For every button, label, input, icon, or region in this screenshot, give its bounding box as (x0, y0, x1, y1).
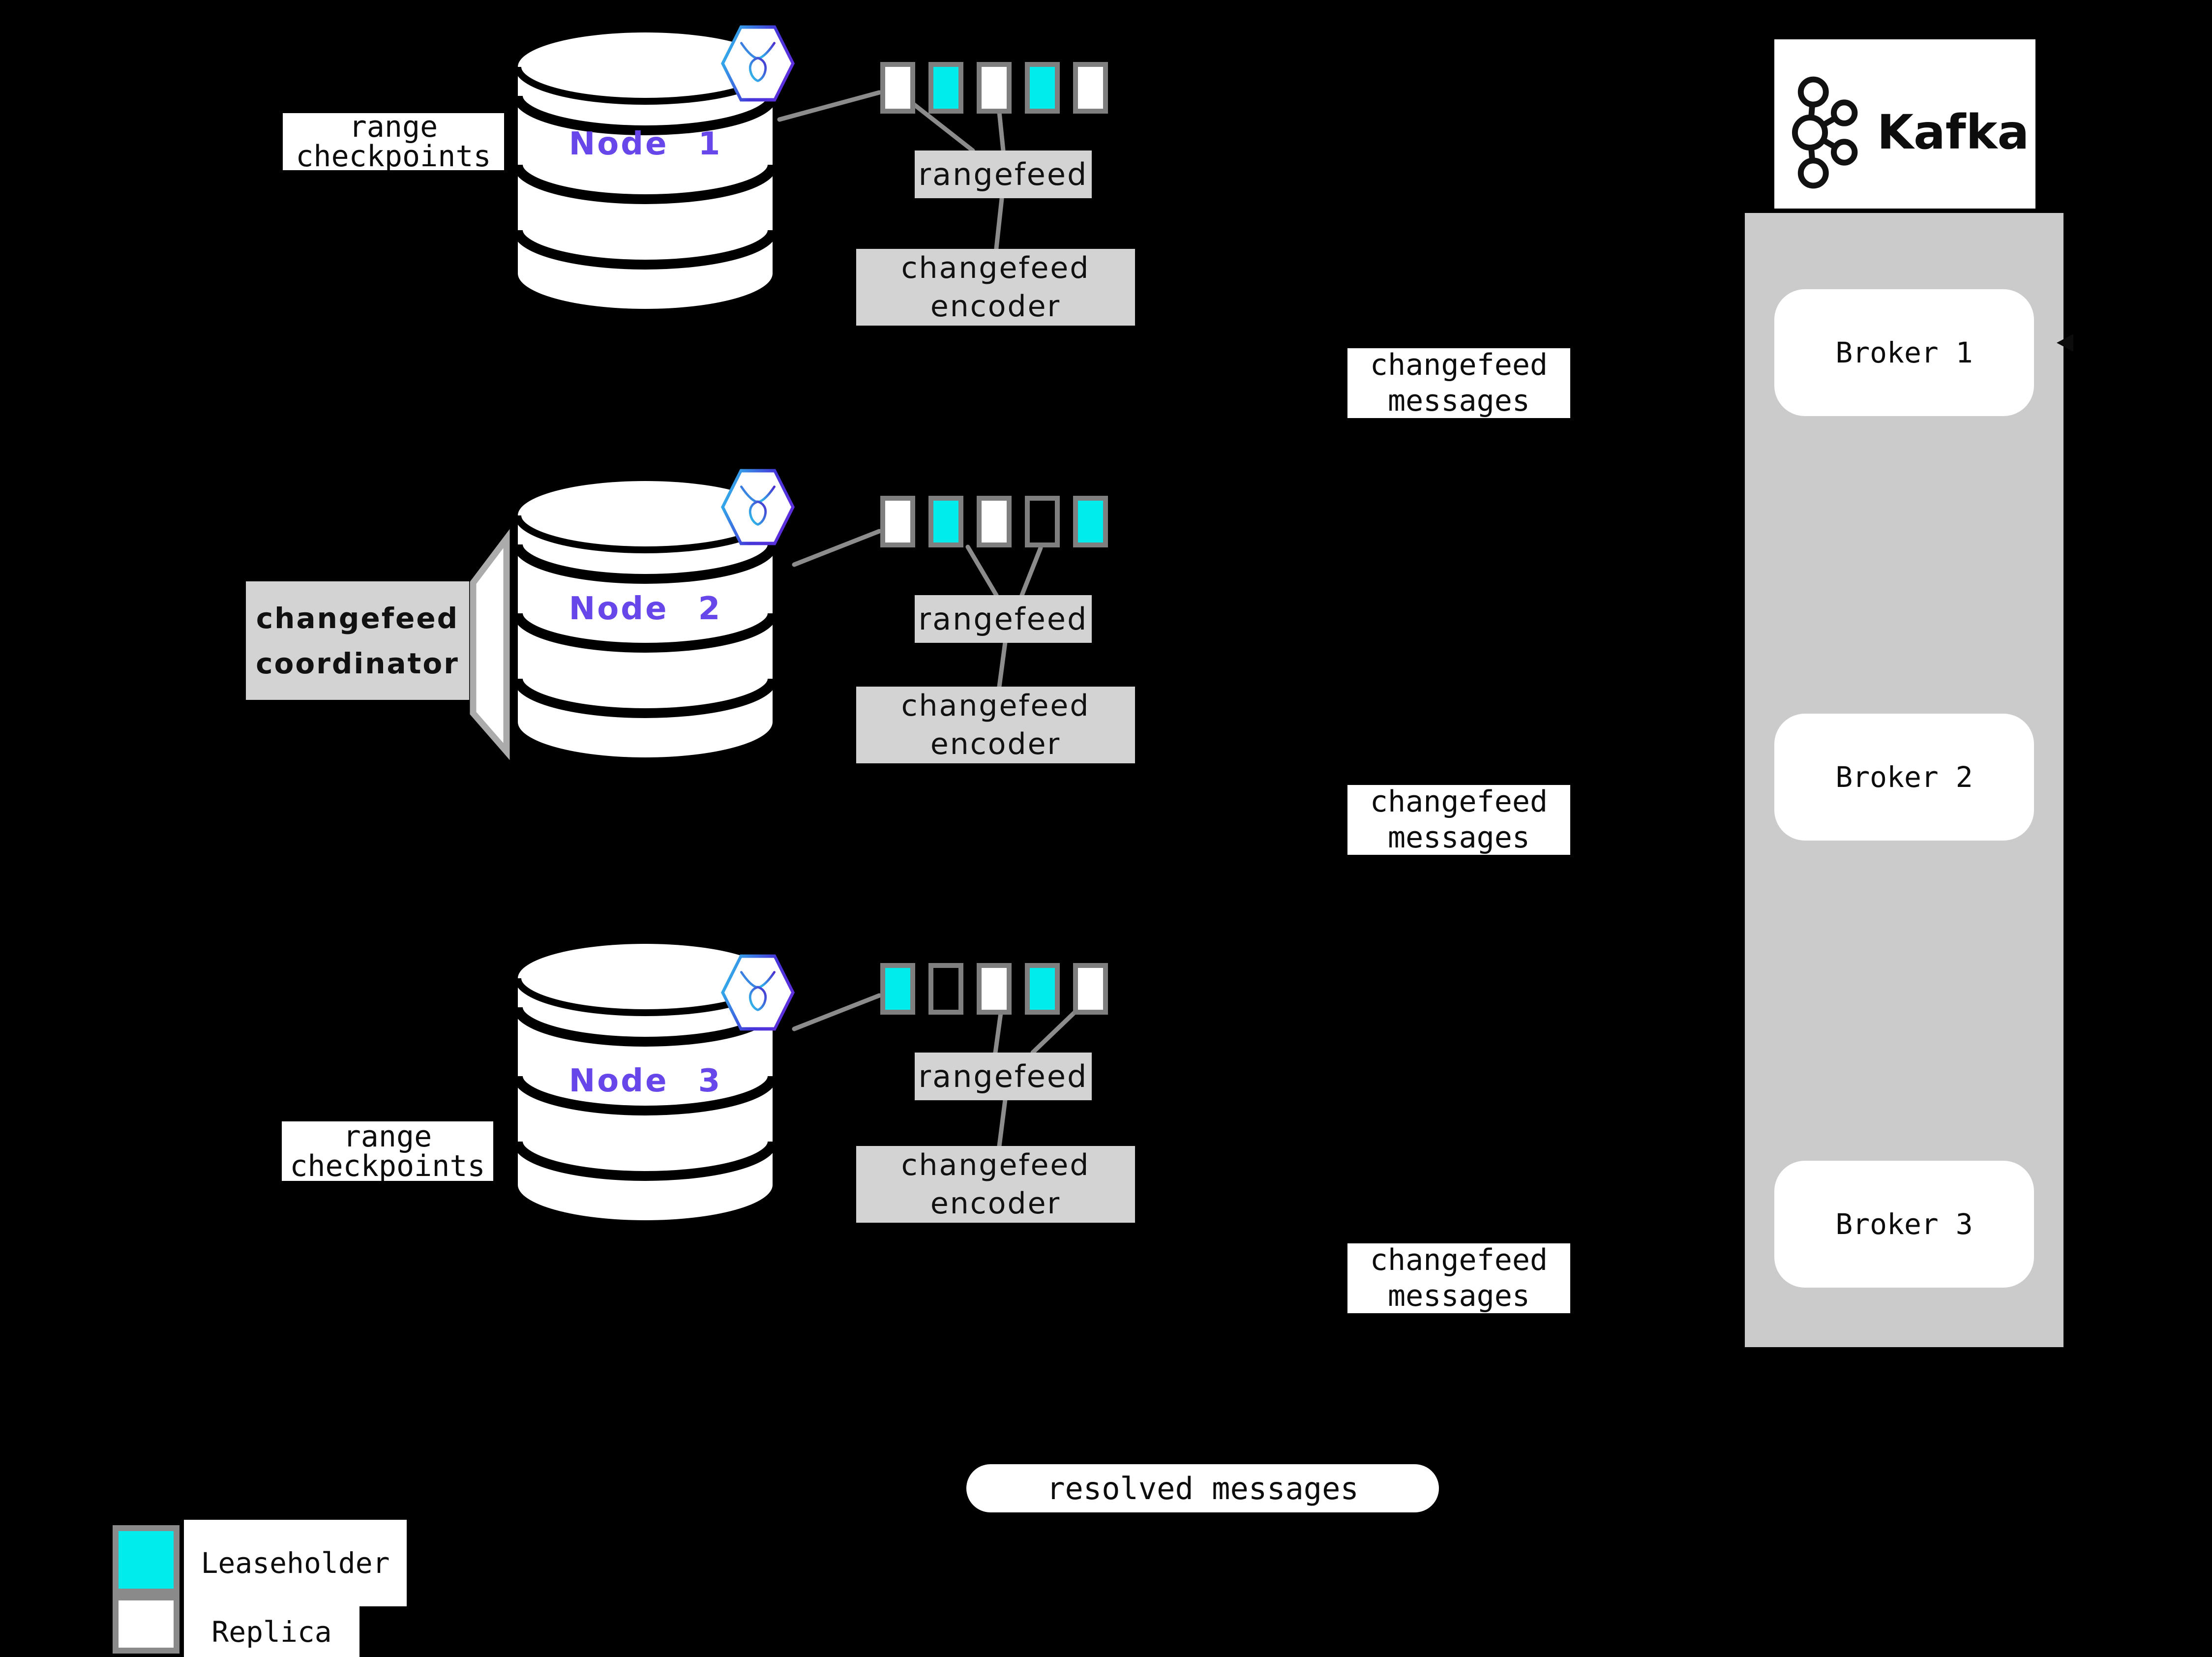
coordinator-line1: changefeed (256, 601, 459, 635)
node-1-range-row (880, 62, 1108, 114)
encoder-label-line2: encoder (930, 289, 1061, 324)
node-2-name: Node 2 (568, 591, 722, 627)
broker-label: Broker 3 (1835, 1207, 1973, 1241)
changefeed-messages-label-3: changefeed messages (1347, 1243, 1570, 1313)
checkpoints-line1: range (349, 113, 438, 144)
coordinator-line2: coordinator (256, 646, 459, 680)
kafka-nodes-icon (1792, 76, 1858, 188)
range-replica (1073, 62, 1108, 114)
kafka-brand-label: Kafka (1877, 105, 2030, 160)
node-2-changefeed-encoder-box: changefeed encoder (856, 687, 1135, 763)
range-leaseholder (1025, 62, 1060, 114)
node-3-rangefeed-box: rangefeed (915, 1053, 1092, 1100)
cockroach-glyph-icon (740, 971, 776, 1015)
cockroach-glyph-icon (740, 42, 776, 86)
changefeed-messages-label-1: changefeed messages (1347, 348, 1570, 418)
cockroachdb-icon (721, 25, 795, 102)
messages-line2: messages (1388, 1279, 1530, 1313)
range-leaseholder (1025, 963, 1060, 1015)
messages-line1: changefeed (1370, 348, 1548, 382)
kafka-logo-box: Kafka (1774, 39, 2035, 209)
node-3-changefeed-encoder-box: changefeed encoder (856, 1146, 1135, 1223)
range-replica (880, 62, 915, 114)
node-2-database-cylinder-icon (515, 481, 776, 757)
legend-leaseholder-label: Leaseholder (184, 1520, 407, 1606)
range-leaseholder (928, 62, 963, 114)
range-leaseholder (880, 963, 915, 1015)
node-1-database-cylinder-icon (515, 32, 776, 309)
range-leaseholder (1073, 496, 1108, 547)
changefeed-coordinator-box: changefeed coordinator (246, 581, 469, 700)
cockroachdb-icon (721, 954, 795, 1031)
messages-line1: changefeed (1370, 785, 1548, 819)
node-3-range-row (880, 963, 1108, 1015)
encoder-label-line1: changefeed (901, 1148, 1090, 1182)
checkpoints-line1: range (343, 1121, 432, 1154)
range-replica (880, 496, 915, 547)
range-replica (977, 496, 1012, 547)
rangefeed-label: rangefeed (918, 156, 1088, 192)
node-1-name: Node 1 (568, 126, 722, 162)
rangefeed-label: rangefeed (918, 601, 1088, 637)
encoder-label-line2: encoder (930, 727, 1061, 761)
range-leaseholder (928, 496, 963, 547)
broker-1-card: Broker 1 (1774, 289, 2034, 416)
range-empty (928, 963, 963, 1015)
messages-line1: changefeed (1370, 1243, 1548, 1277)
range-replica (977, 62, 1012, 114)
range-checkpoints-label-1: range checkpoints (283, 113, 504, 170)
encoder-label-line1: changefeed (901, 689, 1090, 723)
legend-leaseholder-swatch (113, 1525, 179, 1595)
broker-label: Broker 2 (1835, 760, 1973, 794)
legend-label-text: Leaseholder (201, 1546, 390, 1580)
encoder-label-line2: encoder (930, 1186, 1061, 1221)
broker-2-card: Broker 2 (1774, 714, 2034, 841)
resolved-label: resolved messages (1046, 1470, 1359, 1506)
range-checkpoints-label-2: range checkpoints (282, 1121, 493, 1181)
rangefeed-label: rangefeed (918, 1058, 1088, 1094)
coordinator-pointer-ribbon (470, 529, 510, 760)
messages-line2: messages (1388, 820, 1530, 855)
legend-label-text: Replica (211, 1615, 332, 1649)
checkpoints-line2: checkpoints (290, 1148, 485, 1181)
node-1-rangefeed-box: rangefeed (915, 151, 1092, 198)
checkpoints-line2: checkpoints (296, 139, 491, 170)
legend-replica-label: Replica (184, 1606, 359, 1657)
broker-3-card: Broker 3 (1774, 1161, 2034, 1288)
cockroach-glyph-icon (740, 485, 776, 529)
node-3-name: Node 3 (568, 1063, 722, 1099)
changefeed-messages-label-2: changefeed messages (1347, 785, 1570, 855)
legend-replica-swatch (113, 1595, 179, 1654)
resolved-messages-pill: resolved messages (966, 1464, 1439, 1512)
range-replica (1073, 963, 1108, 1015)
messages-line2: messages (1388, 384, 1530, 418)
encoder-label-line1: changefeed (901, 251, 1090, 285)
node-3-database-cylinder-icon (515, 944, 776, 1220)
node-2-rangefeed-box: rangefeed (915, 595, 1092, 643)
range-replica (977, 963, 1012, 1015)
node-1-changefeed-encoder-box: changefeed encoder (856, 249, 1135, 326)
range-empty (1025, 496, 1060, 547)
cockroachdb-icon (721, 468, 795, 546)
node-2-range-row (880, 496, 1108, 547)
broker-label: Broker 1 (1835, 336, 1973, 369)
